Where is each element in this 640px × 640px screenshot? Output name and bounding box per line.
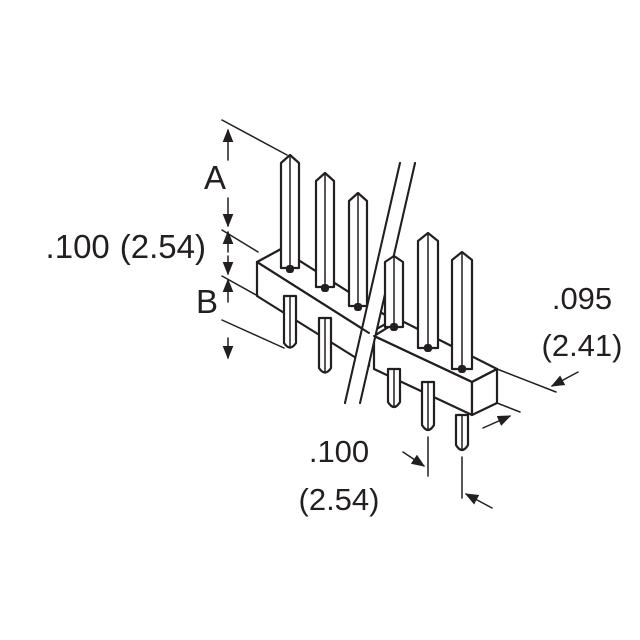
dimension-a-label: A — [204, 159, 226, 196]
dimension-b-label: B — [196, 283, 218, 320]
width-mm: (2.41) — [542, 328, 623, 363]
bottom-pitch-mm: (2.54) — [299, 482, 380, 517]
pin-6 — [450, 250, 474, 452]
pin-1 — [279, 153, 301, 349]
housing-edges — [256, 248, 498, 383]
width-in: .095 — [552, 281, 612, 316]
left-pitch-in: .100 — [46, 228, 110, 265]
left-pitch-label: .100 (2.54) — [46, 228, 206, 265]
pin-4 — [383, 254, 405, 409]
pin-3 — [347, 191, 369, 311]
left-pitch-mm: (2.54) — [120, 228, 206, 265]
dimension-left-pitch: .100 (2.54) — [46, 228, 259, 297]
break-lines — [344, 162, 416, 404]
pin-2 — [314, 171, 336, 374]
pin-5 — [416, 231, 440, 432]
dimension-a: A — [204, 119, 288, 253]
dimension-width: .095 (2.41) — [482, 281, 623, 429]
dimension-bottom-pitch: .100 (2.54) — [299, 434, 493, 517]
dimension-b: B — [196, 278, 285, 360]
bottom-pitch-in: .100 — [309, 434, 369, 469]
